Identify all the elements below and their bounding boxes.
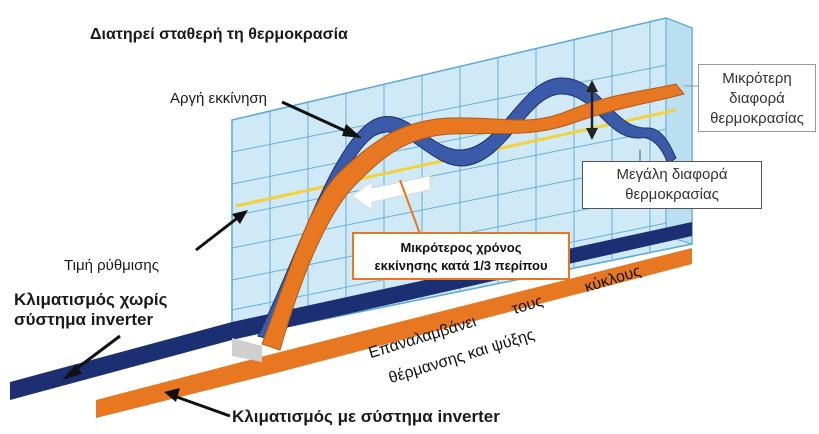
- without-inverter-label: Κλιματισμός χωρίς σύστημα inverter: [14, 290, 167, 330]
- shorter-time-line2: εκκίνησης κατά 1/3 περίπου: [374, 258, 548, 273]
- larger-diff-line1: Μεγάλη διαφορά: [616, 166, 728, 183]
- shorter-time-box: Μικρότερος χρόνος εκκίνησης κατά 1/3 περ…: [352, 232, 570, 280]
- temperature-diff-arrow: [586, 80, 598, 140]
- smaller-diff-line1: Μικρότερη: [722, 70, 792, 87]
- with-inverter-label: Κλιματισμός με σύστημα inverter: [232, 407, 500, 426]
- without-inverter-line2: σύστημα inverter: [14, 310, 154, 329]
- smaller-diff-line3: θερμοκρασίας: [710, 110, 804, 127]
- larger-diff-box: Μεγάλη διαφορά θερμοκρασίας: [582, 161, 762, 209]
- orange-connector: [399, 179, 421, 235]
- smaller-diff-box: Μικρότερη διαφορά θερμοκρασίας: [698, 64, 816, 132]
- set-value-label: Τιμή ρύθμισης: [64, 257, 159, 274]
- orange-ribbon: [261, 83, 685, 351]
- diagram-title: Διατηρεί σταθερή τη θερμοκρασία: [90, 26, 348, 43]
- larger-diff-line2: θερμοκρασίας: [625, 186, 719, 203]
- leader-arrows: [62, 100, 362, 418]
- smaller-diff-line2: διαφορά: [729, 90, 785, 107]
- shorter-start-arrow: [351, 175, 431, 211]
- shorter-time-line1: Μικρότερος χρόνος: [400, 240, 522, 255]
- without-inverter-line1: Κλιματισμός χωρίς: [14, 290, 168, 309]
- grid-side: [665, 17, 693, 245]
- slow-start-label: Αργή εκκίνηση: [170, 90, 268, 107]
- orange-stripe: [96, 248, 692, 418]
- ramp-face: [232, 338, 262, 362]
